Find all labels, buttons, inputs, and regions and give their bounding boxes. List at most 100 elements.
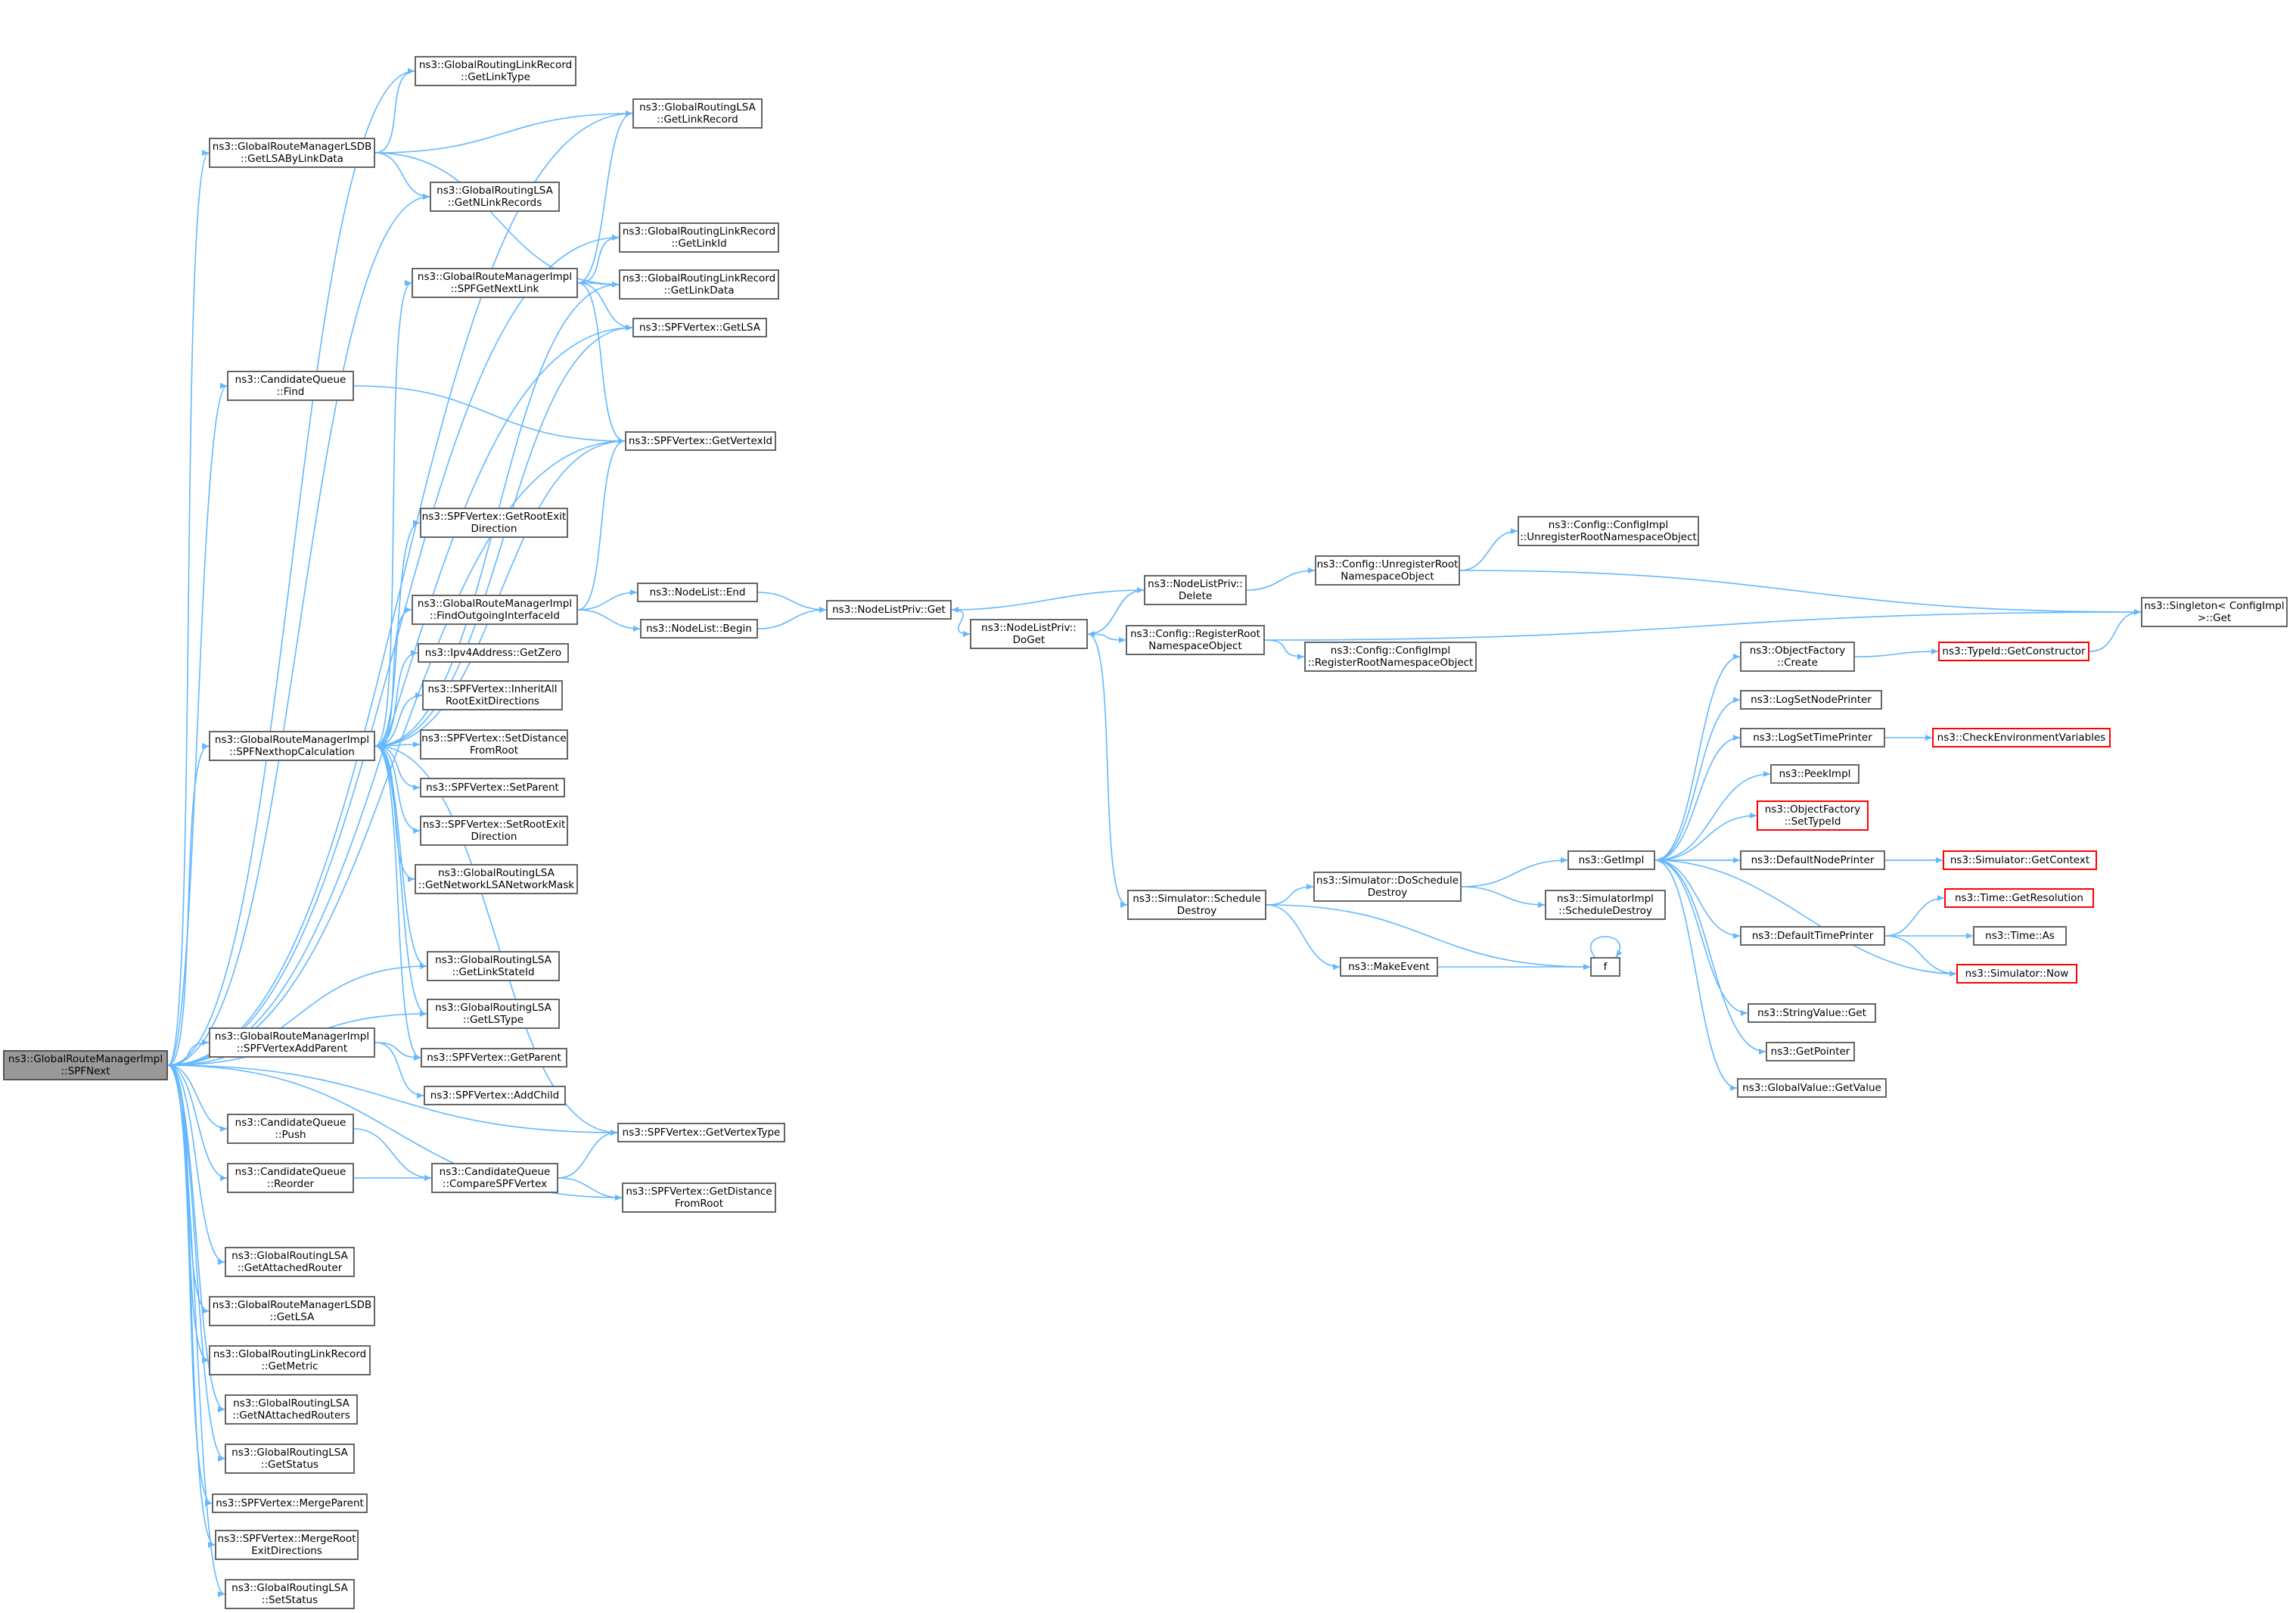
node-defaultnodeprinter[interactable]: ns3::DefaultNodePrinter xyxy=(1740,850,1885,870)
node-globalvalue-getvalue[interactable]: ns3::GlobalValue::GetValue xyxy=(1737,1078,1887,1098)
node-objfactory-create[interactable]: ns3::ObjectFactory::Create xyxy=(1740,642,1855,672)
node-time-getresolution[interactable]: ns3::Time::GetResolution xyxy=(1944,888,2094,908)
node-comparespf[interactable]: ns3::CandidateQueue::CompareSPFVertex xyxy=(431,1163,558,1193)
node-time-as[interactable]: ns3::Time::As xyxy=(1973,926,2067,946)
node-getlinkid[interactable]: ns3::GlobalRoutingLinkRecord::GetLinkId xyxy=(619,222,779,253)
node-label-line: NamespaceObject xyxy=(1341,570,1434,583)
node-addchild[interactable]: ns3::SPFVertex::AddChild xyxy=(424,1086,566,1105)
node-label-line: ns3::Time::As xyxy=(1985,930,2055,942)
node-nlp-delete[interactable]: ns3::NodeListPriv::Delete xyxy=(1144,575,1247,605)
node-ipv4getzero[interactable]: ns3::Ipv4Address::GetZero xyxy=(418,643,569,663)
edge-spfnexthop-to-findoutgoing xyxy=(374,607,412,747)
node-nlp-get[interactable]: ns3::NodeListPriv::Get xyxy=(826,600,952,620)
node-label-line: ::GetLinkData xyxy=(663,284,735,297)
node-getnlinkrecords[interactable]: ns3::GlobalRoutingLSA::GetNLinkRecords xyxy=(430,182,560,212)
node-nlp-doget[interactable]: ns3::NodeListPriv::DoGet xyxy=(970,619,1088,649)
node-mergeparent[interactable]: ns3::SPFVertex::MergeParent xyxy=(212,1493,368,1513)
node-gr-getlsabylinkdata[interactable]: ns3::GlobalRouteManagerLSDB::GetLSAByLin… xyxy=(209,138,375,168)
node-singleton-get[interactable]: ns3::Singleton< ConfigImpl>::Get xyxy=(2141,597,2288,627)
node-label-line: ns3::TypeId::GetConstructor xyxy=(1942,645,2086,657)
node-lsdb-getlsa[interactable]: ns3::GlobalRouteManagerLSDB::GetLSA xyxy=(209,1296,375,1326)
node-getnetmask[interactable]: ns3::GlobalRoutingLSA::GetNetworkLSANetw… xyxy=(415,864,578,894)
edge-cfg_register-to-singleton_get xyxy=(1264,609,2142,641)
node-nodelist-begin[interactable]: ns3::NodeList::Begin xyxy=(640,619,758,639)
node-label-line: ns3::GlobalRoutingLSA xyxy=(231,1250,348,1262)
node-logsetnodeprinter[interactable]: ns3::LogSetNodePrinter xyxy=(1740,690,1882,710)
node-label-line: ns3::Config::RegisterRoot xyxy=(1130,628,1260,640)
node-getmetric[interactable]: ns3::GlobalRoutingLinkRecord::GetMetric xyxy=(209,1345,371,1375)
edge-nlp_doget-to-cfg_register xyxy=(1087,633,1126,643)
node-getpointer[interactable]: ns3::GetPointer xyxy=(1766,1042,1855,1061)
node-sim-getcontext[interactable]: ns3::Simulator::GetContext xyxy=(1943,850,2097,870)
node-getvertextype[interactable]: ns3::SPFVertex::GetVertexType xyxy=(617,1123,785,1142)
node-label-line: ::SPFGetNextLink xyxy=(450,283,539,295)
node-findoutgoing[interactable]: ns3::GlobalRouteManagerImpl::FindOutgoin… xyxy=(412,595,578,625)
edge-spfnexthop-to-setparent xyxy=(374,745,421,791)
node-getnattached[interactable]: ns3::GlobalRoutingLSA::GetNAttachedRoute… xyxy=(225,1394,358,1425)
node-label-line: ns3::NodeListPriv::Get xyxy=(832,604,946,616)
edge-root-to-spfaddparent xyxy=(167,1040,210,1066)
node-getlinkstateid[interactable]: ns3::GlobalRoutingLSA::GetLinkStateId xyxy=(427,951,560,981)
node-root[interactable]: ns3::GlobalRouteManagerImpl::SPFNext xyxy=(3,1050,168,1080)
node-label-line: ExitDirections xyxy=(251,1545,322,1557)
node-cq-reorder[interactable]: ns3::CandidateQueue::Reorder xyxy=(227,1163,354,1193)
edge-spfaddparent-to-getparent xyxy=(374,1042,421,1061)
node-getlstype[interactable]: ns3::GlobalRoutingLSA::GetLSType xyxy=(427,999,560,1029)
node-label-line: ns3::SPFVertex::SetRootExit xyxy=(422,819,566,831)
node-spf-getlsa[interactable]: ns3::SPFVertex::GetLSA xyxy=(632,318,767,337)
node-nodelist-end[interactable]: ns3::NodeList::End xyxy=(637,583,758,602)
node-defaulttimeprinter[interactable]: ns3::DefaultTimePrinter xyxy=(1740,926,1885,946)
node-simimpl-scheduledestroy[interactable]: ns3::SimulatorImpl::ScheduleDestroy xyxy=(1545,890,1666,920)
node-getlinkrecord[interactable]: ns3::GlobalRoutingLSA::GetLinkRecord xyxy=(632,98,763,129)
node-label-line: ::UnregisterRootNamespaceObject xyxy=(1520,531,1697,543)
node-getstatus[interactable]: ns3::GlobalRoutingLSA::GetStatus xyxy=(225,1444,355,1474)
node-getattachedrouter[interactable]: ns3::GlobalRoutingLSA::GetAttachedRouter xyxy=(225,1247,355,1277)
node-f[interactable]: f xyxy=(1590,957,1620,977)
node-getimpl[interactable]: ns3::GetImpl xyxy=(1567,850,1655,870)
node-label-line: ::GetLinkRecord xyxy=(657,113,738,126)
node-sim-now[interactable]: ns3::Simulator::Now xyxy=(1956,964,2077,984)
node-label-line: Delete xyxy=(1178,590,1213,602)
node-spfgetnextlink[interactable]: ns3::GlobalRouteManagerImpl::SPFGetNextL… xyxy=(412,268,578,298)
node-typeid-getconstructor[interactable]: ns3::TypeId::GetConstructor xyxy=(1938,642,2089,661)
node-getlinktype[interactable]: ns3::GlobalRoutingLinkRecord::GetLinkTyp… xyxy=(415,56,576,86)
node-getparent[interactable]: ns3::SPFVertex::GetParent xyxy=(421,1048,567,1068)
node-peekimpl[interactable]: ns3::PeekImpl xyxy=(1770,764,1859,784)
edge-spfnexthop-to-getrootexitdir xyxy=(374,520,421,747)
node-logsettimeprinter[interactable]: ns3::LogSetTimePrinter xyxy=(1740,728,1885,747)
edge-spfgetnextlink-to-getlinkid xyxy=(577,235,620,284)
node-setstatus[interactable]: ns3::GlobalRoutingLSA::SetStatus xyxy=(225,1579,355,1609)
node-cfgimpl-unregister[interactable]: ns3::Config::ConfigImpl::UnregisterRootN… xyxy=(1518,516,1699,546)
node-getlinkdata[interactable]: ns3::GlobalRoutingLinkRecord::GetLinkDat… xyxy=(619,269,779,300)
node-getvertexid[interactable]: ns3::SPFVertex::GetVertexId xyxy=(625,431,776,451)
node-label-line: ns3::GlobalRoutingLSA xyxy=(438,867,555,879)
edge-root-to-mergeparent xyxy=(167,1064,213,1506)
node-stringvalue-get[interactable]: ns3::StringValue::Get xyxy=(1748,1003,1876,1023)
node-label-line: ::GetLSType xyxy=(462,1014,524,1026)
node-objfactory-settypeid[interactable]: ns3::ObjectFactory::SetTypeId xyxy=(1757,800,1869,831)
node-spfaddparent[interactable]: ns3::GlobalRouteManagerImpl::SPFVertexAd… xyxy=(209,1027,375,1058)
node-spfnexthop[interactable]: ns3::GlobalRouteManagerImpl::SPFNexthopC… xyxy=(209,731,375,761)
node-label-line: ns3::GlobalValue::GetValue xyxy=(1742,1082,1881,1094)
node-label-line: ::GetAttachedRouter xyxy=(237,1262,343,1274)
node-label-line: ns3::Simulator::DoSchedule xyxy=(1316,875,1459,887)
node-cfgimpl-register[interactable]: ns3::Config::ConfigImpl::RegisterRootNam… xyxy=(1304,642,1477,672)
node-checkenv[interactable]: ns3::CheckEnvironmentVariables xyxy=(1932,728,2111,747)
edge-cq_find-to-getvertexid xyxy=(353,385,626,444)
node-cq-find[interactable]: ns3::CandidateQueue::Find xyxy=(227,371,354,401)
node-label-line: ns3::GlobalRouteManagerLSDB xyxy=(212,1299,372,1311)
node-label-line: ns3::NodeListPriv:: xyxy=(981,622,1077,634)
node-cq-push[interactable]: ns3::CandidateQueue::Push xyxy=(227,1114,354,1144)
node-makeevent[interactable]: ns3::MakeEvent xyxy=(1340,957,1438,977)
node-setparent[interactable]: ns3::SPFVertex::SetParent xyxy=(420,778,565,797)
